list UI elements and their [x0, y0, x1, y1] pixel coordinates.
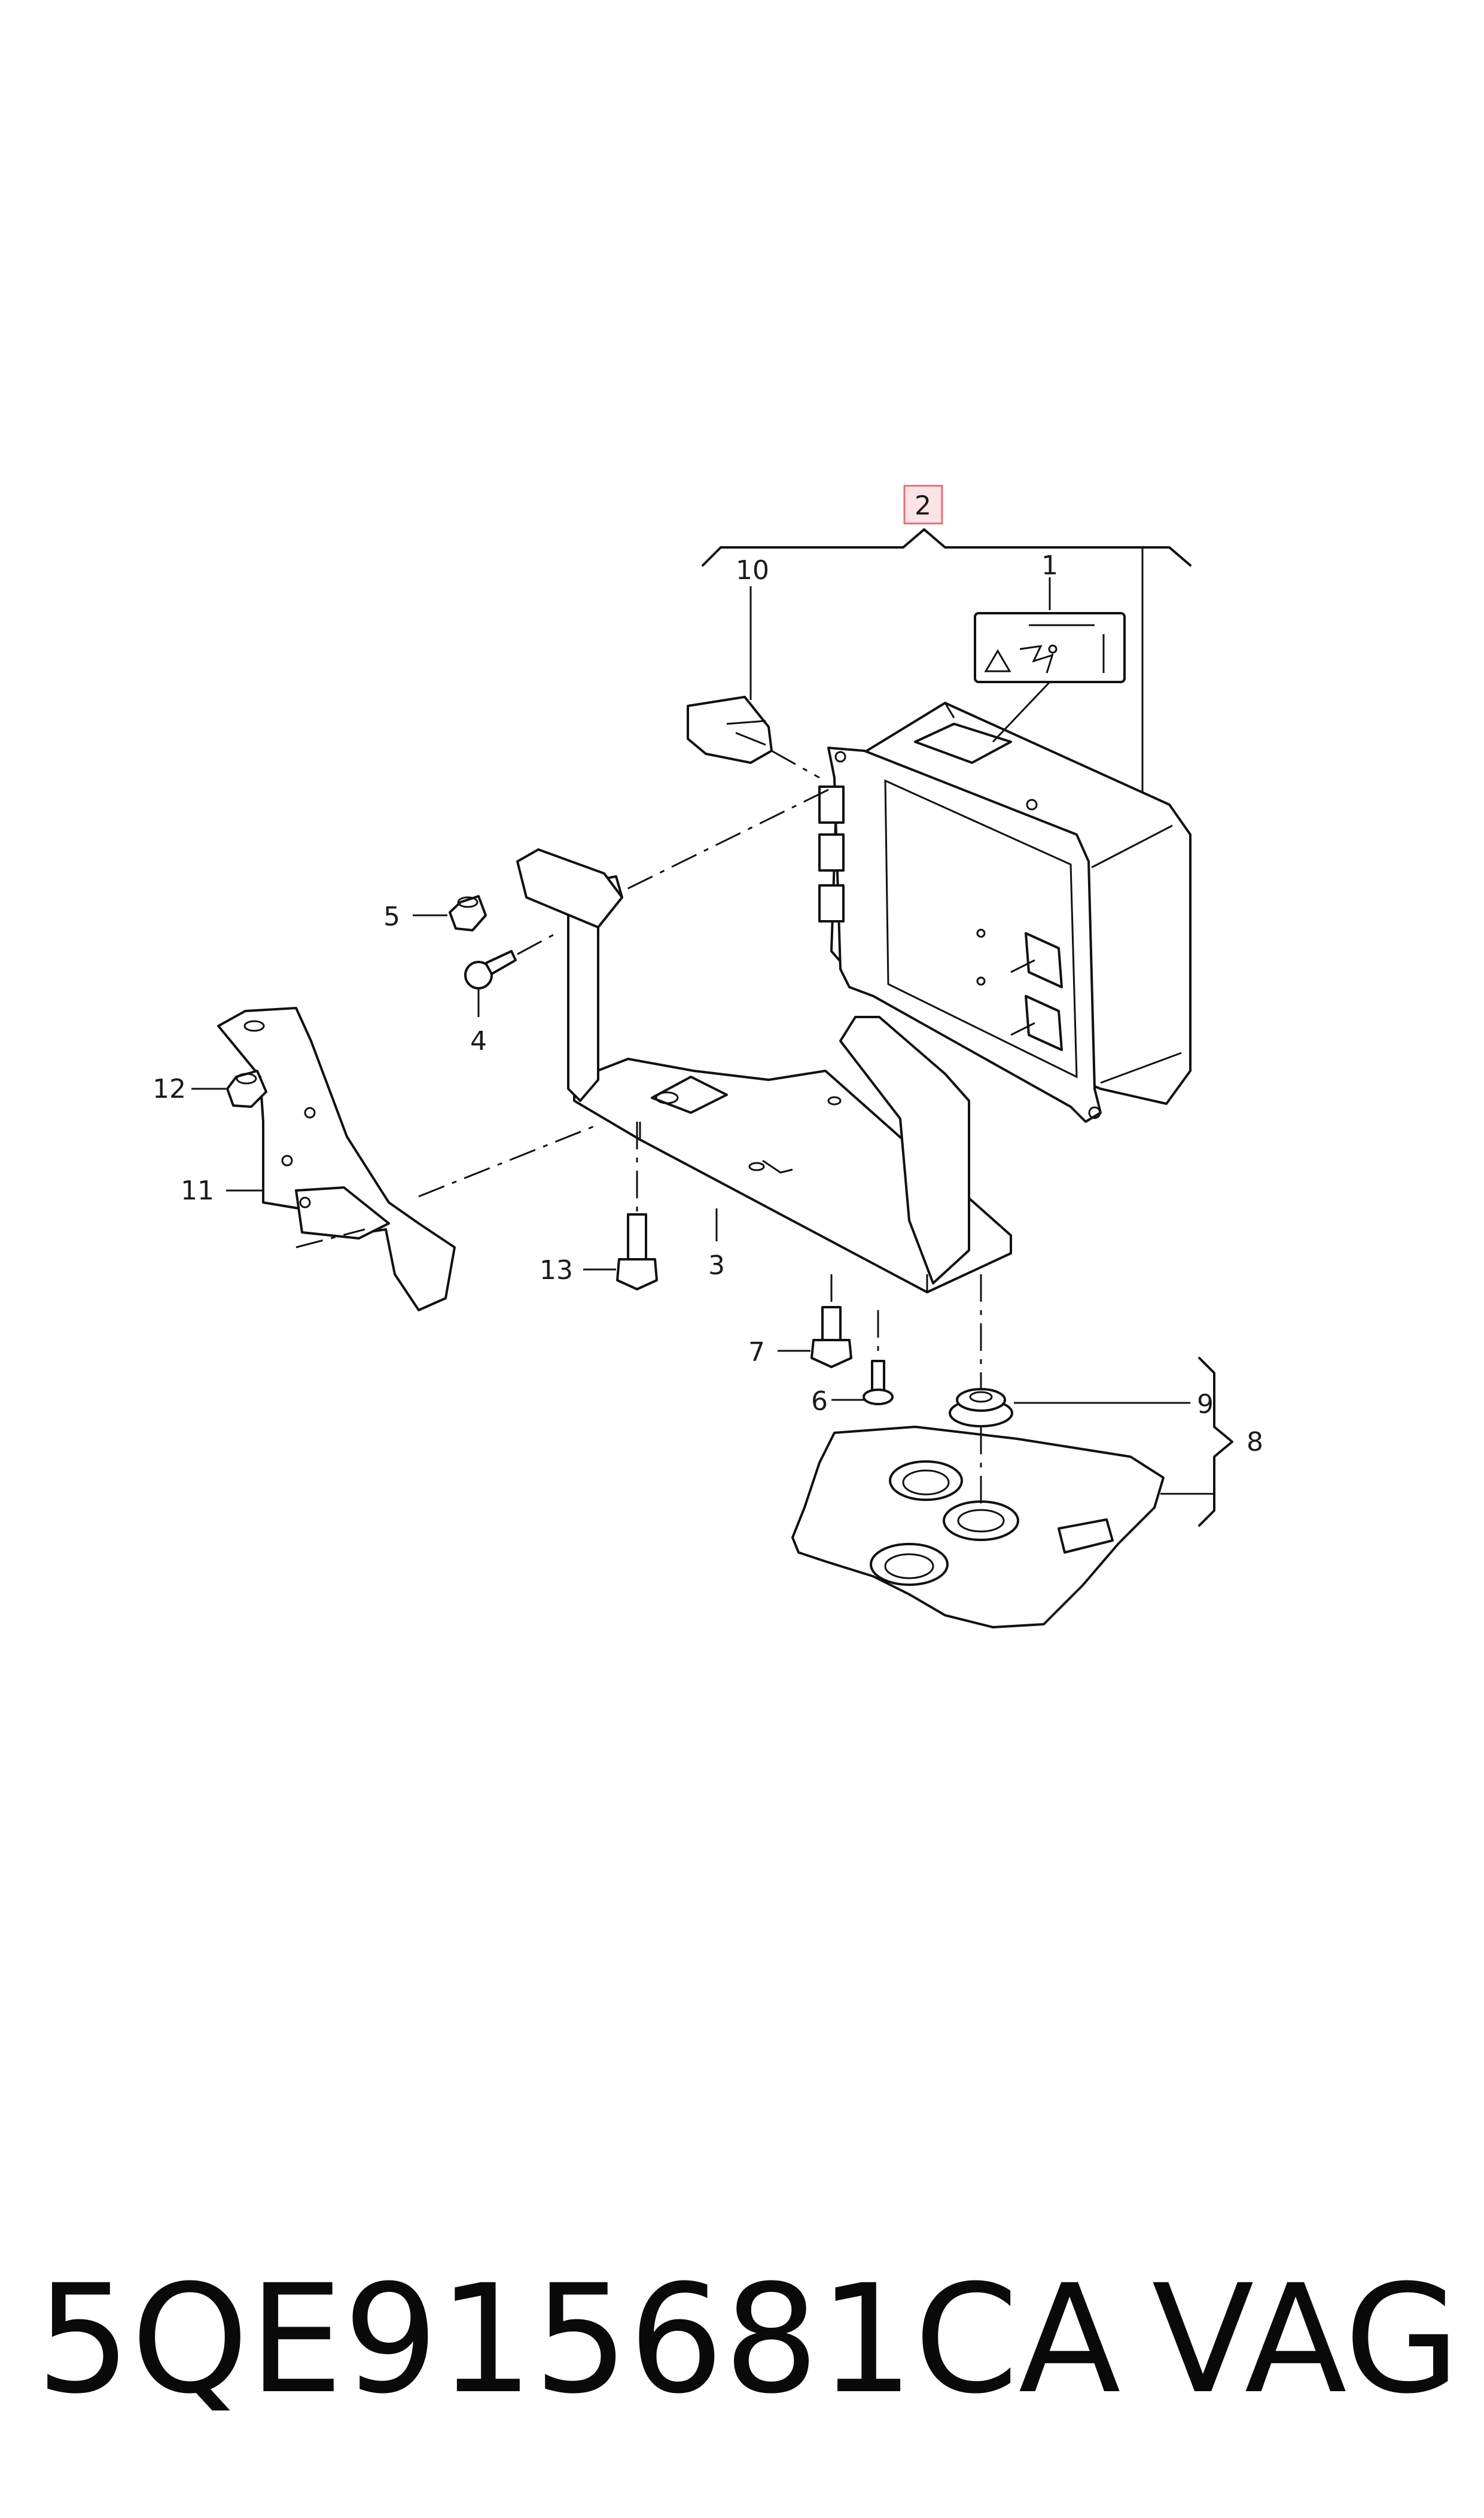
main-bracket-3 — [516, 848, 1012, 1293]
side-bracket-11 — [217, 1007, 599, 1311]
callout-2-highlight-box — [903, 485, 943, 525]
pin-6 — [863, 1360, 894, 1405]
mount-plate-8 — [791, 1426, 1165, 1628]
electric-shock-icon — [1019, 645, 1053, 663]
warning-label — [974, 612, 1126, 683]
callout-12: 12 — [153, 1074, 186, 1104]
part-number-footer: 5QE915681CA VAG — [36, 2249, 1460, 2429]
callout-3: 3 — [708, 1250, 725, 1281]
callout-6: 6 — [811, 1386, 828, 1417]
bolt-4 — [464, 932, 557, 989]
control-unit-housing — [818, 702, 1192, 1123]
high-voltage-warning-icon — [984, 649, 1011, 672]
callout-13: 13 — [540, 1255, 573, 1286]
callout-11: 11 — [181, 1176, 214, 1206]
part-number: 5QE915681CA — [36, 2252, 1121, 2426]
group-bracket-2 — [702, 528, 1192, 567]
callout-7: 7 — [748, 1337, 765, 1368]
callout-5: 5 — [383, 902, 400, 932]
callout-1: 1 — [1041, 550, 1058, 581]
callout-4: 4 — [470, 1026, 487, 1056]
bolt-13 — [616, 1213, 658, 1290]
group-bracket-8 — [1198, 1357, 1233, 1527]
callout-9: 9 — [1197, 1389, 1214, 1420]
nut-12 — [226, 1070, 267, 1108]
brand-name: VAG — [1151, 2252, 1460, 2426]
callout-2: 2 — [915, 491, 931, 521]
bolt-7 — [810, 1306, 852, 1368]
callout-8: 8 — [1247, 1427, 1263, 1457]
connector-10 — [687, 696, 773, 764]
grommet-9 — [949, 1388, 1013, 1427]
nut-5 — [449, 895, 487, 931]
callout-10: 10 — [736, 555, 769, 586]
